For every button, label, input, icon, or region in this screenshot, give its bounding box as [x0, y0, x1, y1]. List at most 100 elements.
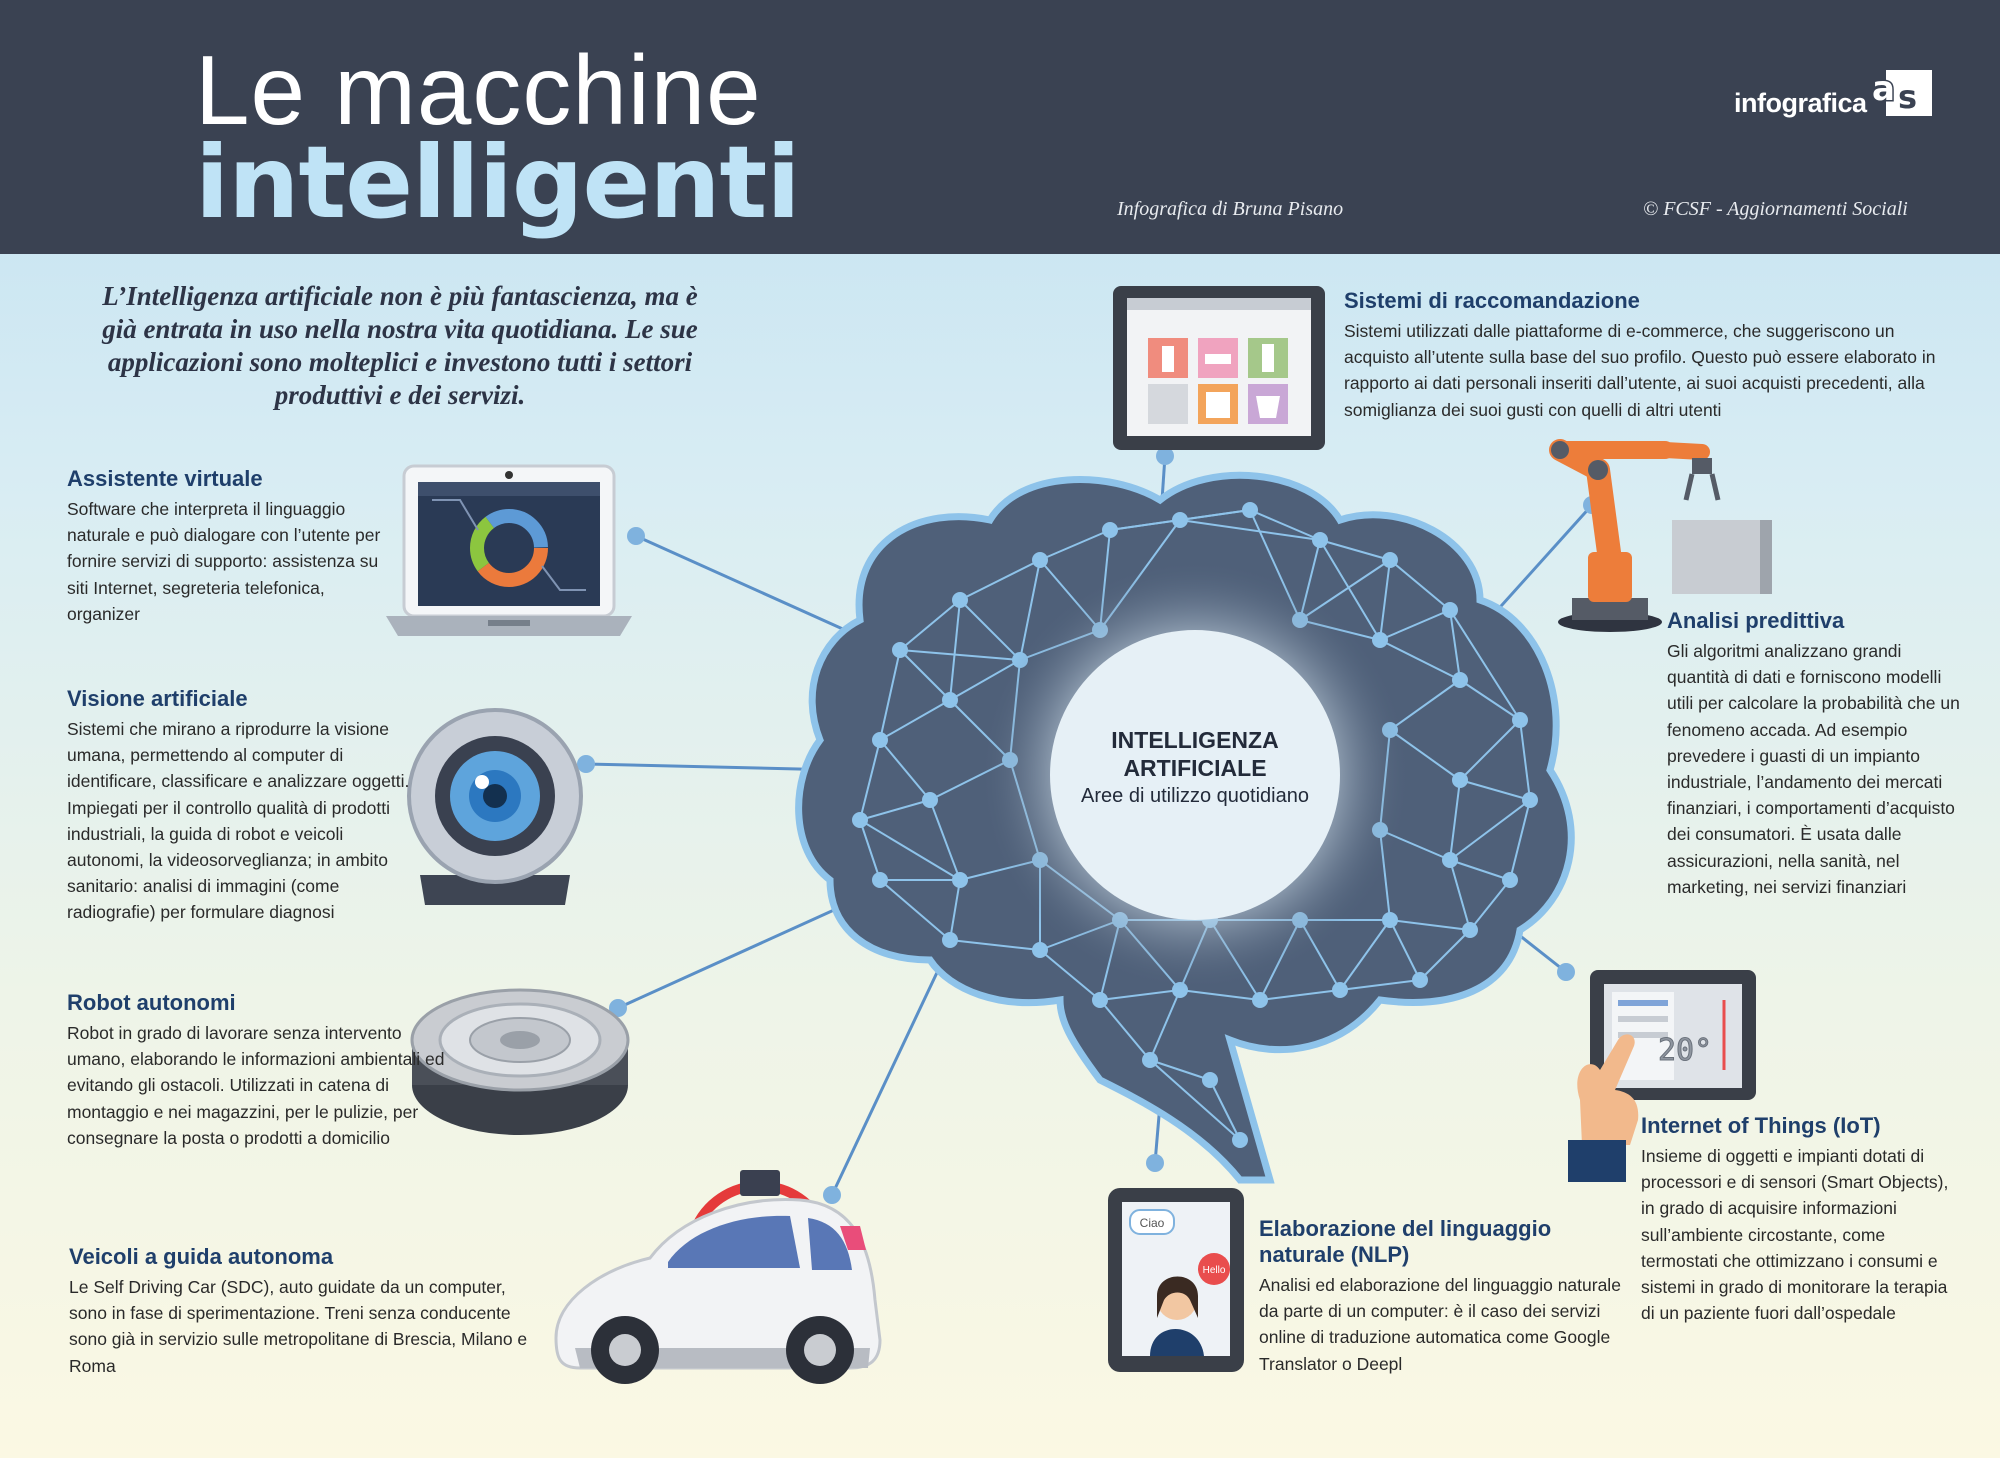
mesh-edge [1149, 1059, 1211, 1081]
mesh-edge [1149, 1059, 1241, 1141]
svg-text:a: a [1872, 70, 1895, 109]
area-elaborazione-linguaggio-naturale: Elaborazione del linguaggio naturale (NL… [1259, 1216, 1639, 1377]
mesh-node [1232, 1132, 1248, 1148]
header-banner [0, 0, 2000, 254]
area-internet-of-things: Internet of Things (IoT) Insieme di ogge… [1641, 1113, 1961, 1326]
mesh-edge [1509, 799, 1531, 881]
mesh-edge [1339, 919, 1391, 991]
area-text: Gli algoritmi analizzano grandi quantità… [1667, 641, 1960, 897]
mesh-edge [1459, 779, 1531, 801]
mesh-edge [1449, 859, 1471, 931]
area-title: Robot autonomi [67, 990, 236, 1015]
robot-arm-icon [1549, 439, 1772, 632]
center-circle [1050, 630, 1340, 920]
mesh-edge [879, 879, 951, 941]
mesh-node [1462, 922, 1478, 938]
area-title: Internet of Things (IoT) [1641, 1113, 1881, 1138]
mesh-node [1092, 992, 1108, 1008]
mesh-node [1332, 982, 1348, 998]
area-sistemi-raccomandazione: Sistemi di raccomandazione Sistemi utili… [1344, 288, 1944, 423]
webcam-icon [407, 708, 583, 905]
mesh-edge [899, 649, 951, 701]
mesh-edge [879, 649, 901, 741]
bubble-hello: Hello [1203, 1265, 1226, 1276]
mesh-edge [1389, 919, 1471, 931]
car-icon [554, 1170, 882, 1384]
mesh-node [1502, 872, 1518, 888]
area-text: Robot in grado di lavorare senza interve… [67, 1023, 445, 1148]
mesh-edge [949, 879, 961, 941]
mesh-node [1442, 852, 1458, 868]
area-title: Sistemi di raccomandazione [1344, 288, 1640, 313]
mesh-edge [1449, 609, 1461, 681]
mesh-edge [1249, 509, 1321, 541]
mesh-edge [949, 599, 961, 701]
mesh-edge [859, 819, 881, 881]
bubble-ciao: Ciao [1140, 1216, 1165, 1230]
page-title-line2: intelligenti [195, 124, 801, 241]
ecommerce-tablet-icon [1113, 286, 1325, 450]
mesh-node [1102, 522, 1118, 538]
area-text: Le Self Driving Car (SDC), auto guidate … [69, 1277, 528, 1376]
mesh-edge [879, 699, 951, 741]
mesh-node [922, 792, 938, 808]
mesh-edge [959, 559, 1041, 601]
mesh-node [872, 872, 888, 888]
mesh-node [952, 592, 968, 608]
mesh-edge [1419, 929, 1471, 981]
mesh-edge [1179, 509, 1251, 521]
mesh-edge [859, 799, 931, 821]
mesh-node [1452, 672, 1468, 688]
mesh-edge [1099, 989, 1181, 1001]
mesh-edge [1459, 679, 1521, 721]
mesh-edge [1319, 539, 1391, 561]
mesh-edge [1449, 799, 1531, 861]
mesh-node [1252, 992, 1268, 1008]
mesh-node [852, 812, 868, 828]
credit-author: Infografica di Bruna Pisano [1117, 198, 1344, 220]
mesh-edge [1379, 639, 1461, 681]
mesh-node [892, 642, 908, 658]
mesh-edge [1179, 519, 1321, 541]
area-title: Assistente virtuale [67, 466, 263, 491]
center-title: INTELLIGENZA ARTIFICIALE [1111, 727, 1279, 781]
mesh-edge [1019, 559, 1041, 661]
mesh-edge [879, 739, 931, 801]
mesh-node [1452, 772, 1468, 788]
mesh-node [1382, 552, 1398, 568]
mesh-edge [1449, 779, 1461, 861]
svg-text:s: s [1898, 78, 1917, 116]
area-analisi-predittiva: Analisi predittiva Gli algoritmi analizz… [1667, 608, 1967, 900]
mesh-edge [859, 739, 881, 821]
area-title: Visione artificiale [67, 686, 248, 711]
laptop-icon [386, 464, 632, 636]
area-assistente-virtuale: Assistente virtuale Software che interpr… [67, 466, 397, 627]
nlp-phone-icon: Ciao Hello [1108, 1188, 1244, 1372]
mesh-edge [899, 599, 961, 651]
mesh-edge [1179, 989, 1261, 1001]
credit-copyright: © FCSF - Aggiornamenti Sociali [1643, 198, 1908, 220]
mesh-edge [959, 599, 1021, 661]
mesh-node [1202, 1072, 1218, 1088]
area-title: Analisi predittiva [1667, 608, 1845, 633]
mesh-node [1372, 632, 1388, 648]
mesh-node [1382, 912, 1398, 928]
mesh-edge [859, 819, 961, 881]
mesh-edge [1449, 609, 1521, 721]
center-subtitle: Aree di utilizzo quotidiano [1081, 785, 1309, 807]
intro-text: L’Intelligenza artificiale non è più fan… [102, 281, 698, 410]
mesh-edge [1379, 559, 1391, 641]
mesh-edge [1449, 859, 1511, 881]
mesh-edge [1469, 879, 1511, 931]
area-text: Software che interpreta il linguaggio na… [67, 499, 381, 624]
mesh-node [942, 932, 958, 948]
mesh-node [952, 872, 968, 888]
brand-name: infografica [1734, 88, 1867, 118]
area-title: Elaborazione del linguaggio naturale (NL… [1259, 1216, 1552, 1267]
brand-logo-icon: a s [1871, 70, 1932, 116]
mesh-edge [1339, 979, 1421, 991]
mesh-edge [1389, 919, 1421, 981]
mesh-edge [1389, 559, 1451, 611]
area-title: Veicoli a guida autonoma [69, 1244, 334, 1269]
